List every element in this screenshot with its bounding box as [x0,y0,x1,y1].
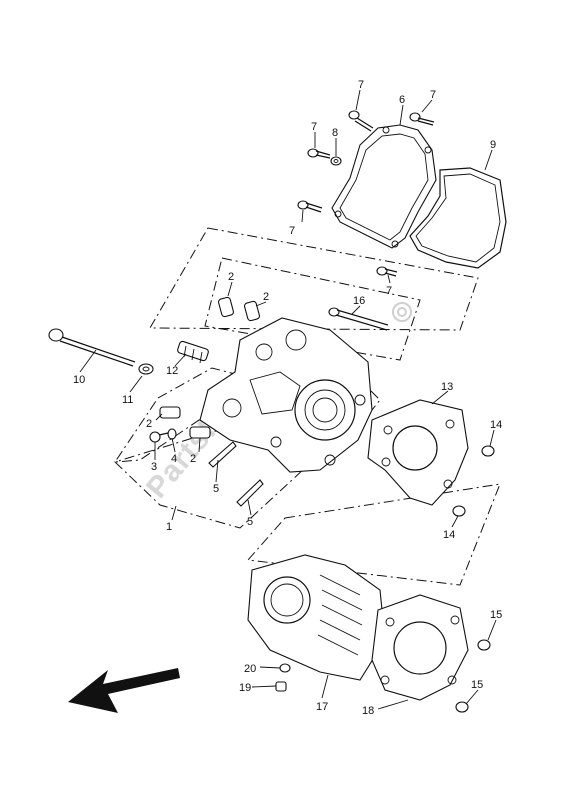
callout-1: 1 [166,521,172,533]
callout-5: 5 [247,516,253,528]
assembly-outline-cover [149,227,479,331]
callout-13: 13 [441,381,453,393]
bolt-7-gasket [376,266,398,277]
dowel-15b [455,701,469,713]
bolt-7-top [348,110,374,132]
dowel-15a [477,639,491,651]
base-gasket-18 [371,594,469,701]
callout-12: 12 [166,365,178,377]
callout-7: 7 [289,225,295,237]
head-gasket-13 [367,399,469,506]
washer-20 [279,663,291,673]
washer-11 [138,363,154,375]
dowel-pin-2a [217,296,235,318]
front-direction-arrow-icon [68,668,180,713]
callout-7: 7 [358,79,364,91]
gear-watermark-icon [392,302,412,322]
callout-11: 11 [122,394,133,406]
dowel-14b [452,505,466,517]
callout-7: 7 [311,121,317,133]
bolt-7-left [307,148,331,159]
assembly-outline-head-lower [114,367,260,463]
assembly-outline-head-upper [204,257,421,361]
dowel-pin-2d [189,426,211,439]
callout-10: 10 [73,374,85,386]
callout-16: 16 [353,295,365,307]
callout-14: 14 [443,529,455,541]
stud-5b [236,479,264,507]
dowel-14a [481,445,495,457]
washer-8 [330,156,342,166]
callout-15: 15 [471,679,483,691]
washer-4 [167,428,177,440]
stud-5a [208,441,237,468]
callout-17: 17 [316,701,328,713]
screw-3 [149,431,169,443]
callout-5: 5 [213,483,219,495]
callout-2: 2 [146,418,152,430]
bolt-19 [275,681,287,692]
callout-3: 3 [151,461,157,473]
dowel-pin-2c [159,406,181,419]
leader-lines [79,89,497,710]
cylinder-head [199,317,373,473]
callout-15: 15 [490,609,502,621]
bolt-7-right [409,112,435,126]
callout-8: 8 [332,127,338,139]
long-bolt-10 [48,328,136,367]
spark-plug-12 [177,340,209,364]
callout-7: 7 [430,89,436,101]
callout-14: 14 [490,419,502,431]
valve-cover-gasket [409,167,507,269]
bolt-7-lower [297,200,323,213]
dowel-pin-2b [243,300,261,322]
callout-18: 18 [362,705,374,717]
callout-2: 2 [263,291,269,303]
callout-19: 19 [239,682,251,694]
callout-7: 7 [386,285,392,297]
stud-bolt-16 [328,307,389,331]
callout-4: 4 [171,453,177,465]
callout-9: 9 [490,139,496,151]
callout-20: 20 [244,663,256,675]
callout-2: 2 [190,453,196,465]
callout-6: 6 [399,94,405,106]
valve-cover [331,124,437,249]
callout-2: 2 [228,271,234,283]
